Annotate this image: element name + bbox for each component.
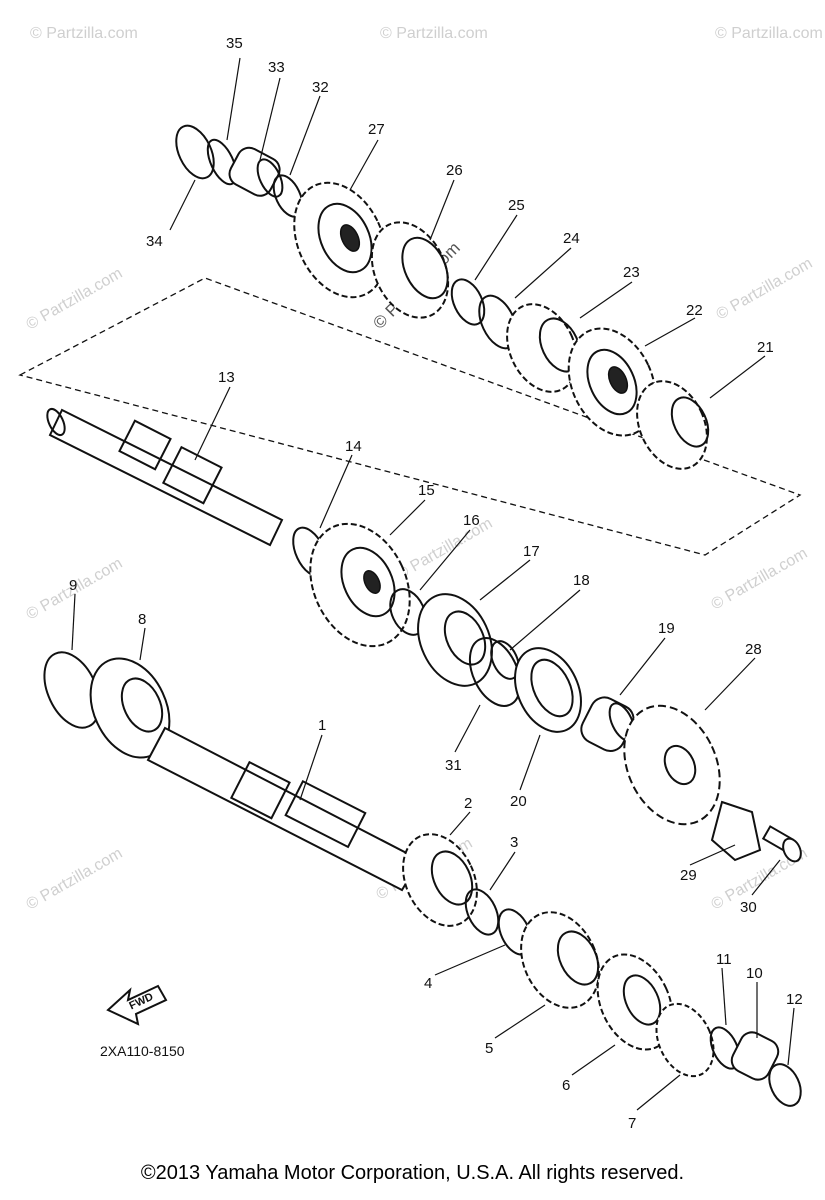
sprocket-28 xyxy=(623,704,721,826)
part-label-7: 7 xyxy=(628,1115,636,1132)
part-label-15: 15 xyxy=(418,482,435,499)
gear-15 xyxy=(309,522,411,648)
washer-3 xyxy=(464,888,500,936)
washer-35 xyxy=(206,138,238,186)
part-label-20: 20 xyxy=(510,793,527,810)
watermark-text: © Partzilla.com xyxy=(715,25,823,42)
part-number-labels: 35 33 32 27 26 25 24 23 22 21 34 13 14 1… xyxy=(69,35,803,1132)
part-label-33: 33 xyxy=(268,59,285,76)
gear-2 xyxy=(402,833,478,927)
part-label-9: 9 xyxy=(69,577,77,594)
part-label-4: 4 xyxy=(424,975,432,992)
part-label-16: 16 xyxy=(463,512,480,529)
part-label-26: 26 xyxy=(446,162,463,179)
gear-7 xyxy=(655,1002,715,1078)
bearing-8-inner xyxy=(120,677,164,733)
group-outline xyxy=(18,277,802,556)
part-label-24: 24 xyxy=(563,230,580,247)
main-shaft-assembly xyxy=(46,407,427,648)
drive-axle-1 xyxy=(146,726,422,892)
part-label-21: 21 xyxy=(757,339,774,356)
gear-21 xyxy=(636,380,708,470)
watermark-text: © Partzilla.com xyxy=(24,265,126,334)
part-label-14: 14 xyxy=(345,438,362,455)
bearing-10 xyxy=(730,1031,780,1081)
gear-27-web xyxy=(317,202,373,274)
sprocket-28-hub xyxy=(663,744,697,786)
part-label-5: 5 xyxy=(485,1040,493,1057)
bolt-30-head xyxy=(782,837,802,863)
main-shaft-13-spline xyxy=(161,445,223,505)
upper-gear-set xyxy=(175,124,710,470)
gear-2-face xyxy=(430,850,474,906)
gear-15-web xyxy=(340,546,396,618)
washer-25 xyxy=(450,278,486,326)
part-label-11: 11 xyxy=(716,951,732,968)
part-label-31: 31 xyxy=(445,757,462,774)
drive-axle-1-spline xyxy=(284,779,367,849)
part-label-22: 22 xyxy=(686,302,703,319)
part-label-17: 17 xyxy=(523,543,540,560)
gear-15-hub xyxy=(363,569,381,595)
output-assembly xyxy=(417,593,802,863)
gear-22-web xyxy=(586,348,638,416)
watermark-text: © Partzilla.com xyxy=(714,255,816,324)
bearing-17-inner xyxy=(443,610,487,666)
drive-axle-assembly xyxy=(43,651,802,1107)
part-label-18: 18 xyxy=(573,572,590,589)
part-label-29: 29 xyxy=(680,867,697,884)
part-label-23: 23 xyxy=(623,264,640,281)
forward-arrow-icon: FWD xyxy=(106,984,168,1026)
diagram-code: 2XA110-8150 xyxy=(100,1043,185,1059)
part-label-30: 30 xyxy=(740,899,757,916)
oil-seal-20-inner xyxy=(530,658,574,718)
gear-27-hub xyxy=(339,224,361,252)
gear-22-hub xyxy=(607,366,629,394)
part-label-35: 35 xyxy=(226,35,243,52)
part-label-3: 3 xyxy=(510,834,518,851)
copyright-notice: ©2013 Yamaha Motor Corporation, U.S.A. A… xyxy=(140,1162,685,1184)
part-label-13: 13 xyxy=(218,369,235,386)
part-label-2: 2 xyxy=(464,795,472,812)
watermark-text: © Partzilla.com xyxy=(380,25,488,42)
gear-6-face xyxy=(622,974,662,1026)
part-label-32: 32 xyxy=(312,79,329,96)
part-label-12: 12 xyxy=(786,991,803,1008)
part-label-8: 8 xyxy=(138,611,146,628)
cap-12 xyxy=(768,1063,802,1107)
part-label-6: 6 xyxy=(562,1077,570,1094)
watermark-text: © Partzilla.com xyxy=(24,845,126,914)
gear-6 xyxy=(596,953,674,1051)
watermark-text: © Partzilla.com xyxy=(30,25,138,42)
transmission-exploded-diagram: © Partzilla.com © Partzilla.com © Partzi… xyxy=(18,25,823,1132)
part-label-28: 28 xyxy=(745,641,762,658)
watermark-text: © Partzilla.com xyxy=(394,515,496,584)
watermark-text: © Partzilla.com xyxy=(709,545,811,614)
gear-26-face xyxy=(401,236,449,300)
part-label-10: 10 xyxy=(746,965,763,982)
circlip-34 xyxy=(175,124,215,180)
part-label-19: 19 xyxy=(658,620,675,637)
leader-lines xyxy=(71,57,795,1111)
part-label-1: 1 xyxy=(318,717,326,734)
gear-21-face xyxy=(670,396,710,448)
lock-washer-29 xyxy=(710,800,762,862)
main-shaft-13-spline xyxy=(118,419,172,471)
bearing-33-face xyxy=(256,158,284,198)
part-label-34: 34 xyxy=(146,233,163,250)
gear-5-face xyxy=(556,930,600,986)
part-label-25: 25 xyxy=(508,197,525,214)
part-label-27: 27 xyxy=(368,121,385,138)
circlip-31 xyxy=(468,637,522,707)
main-shaft-13-end xyxy=(46,407,66,437)
drive-axle-1-spline xyxy=(229,760,291,820)
